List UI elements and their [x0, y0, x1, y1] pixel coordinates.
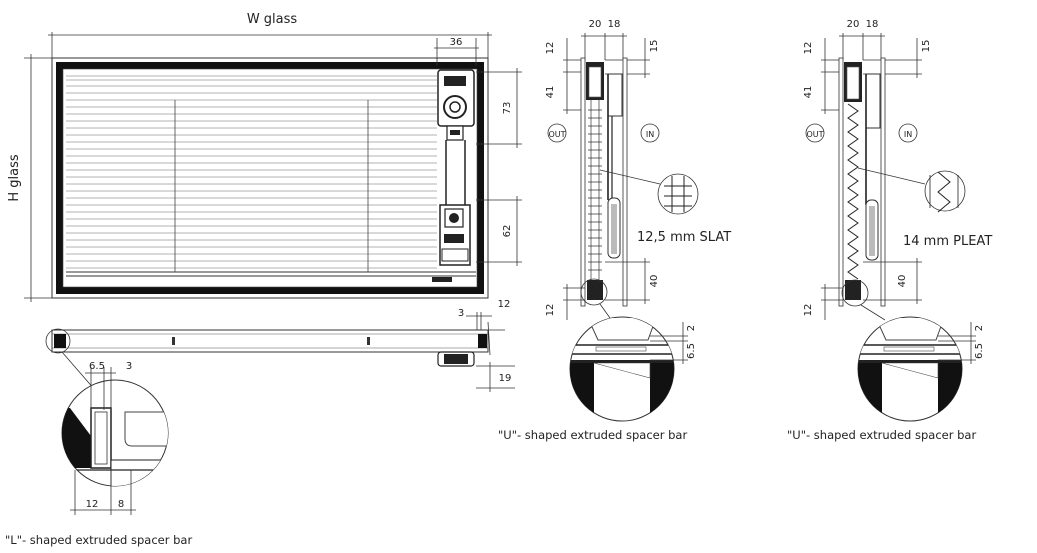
- dim-6-5-l: 6.5: [89, 361, 105, 372]
- in-label-pleat: IN: [904, 130, 912, 139]
- u-spacer-caption-pleat: "U"- shaped extruded spacer bar: [787, 428, 976, 442]
- out-label-slat: OUT: [548, 130, 565, 139]
- slat-label: 12,5 mm SLAT: [637, 230, 731, 245]
- dim-3-l: 3: [126, 361, 132, 372]
- dim-2-slat: 2: [686, 325, 697, 331]
- h-glass-label: H glass: [7, 154, 22, 202]
- l-spacer-caption: "L"- shaped extruded spacer bar: [5, 533, 192, 547]
- dim-36: 36: [450, 37, 463, 48]
- slat-cross-section: 20 18 12 41 15 OUT: [498, 19, 731, 442]
- dim-18-pleat: 18: [866, 19, 879, 30]
- dim-12-plan: 12: [498, 299, 511, 310]
- dim-18-slat: 18: [608, 19, 621, 30]
- dim-40-pleat: 40: [897, 275, 908, 288]
- dim-6-5-slat: 6.5: [686, 343, 697, 359]
- dim-12-top-slat: 12: [545, 42, 556, 55]
- u-spacer-caption-slat: "U"- shaped extruded spacer bar: [498, 428, 687, 442]
- dim-20-slat: 20: [589, 19, 602, 30]
- dim-20-pleat: 20: [847, 19, 860, 30]
- dim-15-pleat: 15: [921, 40, 932, 53]
- pleat-cross-section: 20 18 12 41 15 OUT IN 14 mm PLEAT: [787, 19, 992, 442]
- blind-slats: [66, 75, 437, 269]
- dim-8-l: 8: [118, 499, 124, 510]
- w-glass-label: W glass: [247, 12, 298, 27]
- dim-19: 19: [499, 373, 512, 384]
- dim-12-l: 12: [86, 499, 99, 510]
- dim-12-top-pleat: 12: [803, 42, 814, 55]
- pleat-label: 14 mm PLEAT: [903, 234, 992, 249]
- out-label-pleat: OUT: [806, 130, 823, 139]
- dim-6-5-pleat: 6.5: [974, 343, 985, 359]
- dim-12-bottom-pleat: 12: [803, 304, 814, 317]
- l-spacer-detail: 6.5 3 12 8 "L"- shaped extruded spacer b…: [5, 328, 192, 547]
- bottom-plan-view: 3 12 19: [51, 299, 515, 392]
- in-label-slat: IN: [646, 130, 654, 139]
- front-view: W glass H glass: [7, 12, 522, 302]
- dim-41-pleat: 41: [803, 86, 814, 99]
- magnetic-operator: [437, 69, 475, 266]
- dim-73: 73: [502, 102, 513, 115]
- dim-41-slat: 41: [545, 86, 556, 99]
- dim-3-plan: 3: [458, 308, 464, 319]
- dim-12-bottom-slat: 12: [545, 304, 556, 317]
- dim-40-slat: 40: [649, 275, 660, 288]
- dim-2-pleat: 2: [974, 325, 985, 331]
- dim-15-slat: 15: [649, 40, 660, 53]
- dim-62: 62: [502, 225, 513, 238]
